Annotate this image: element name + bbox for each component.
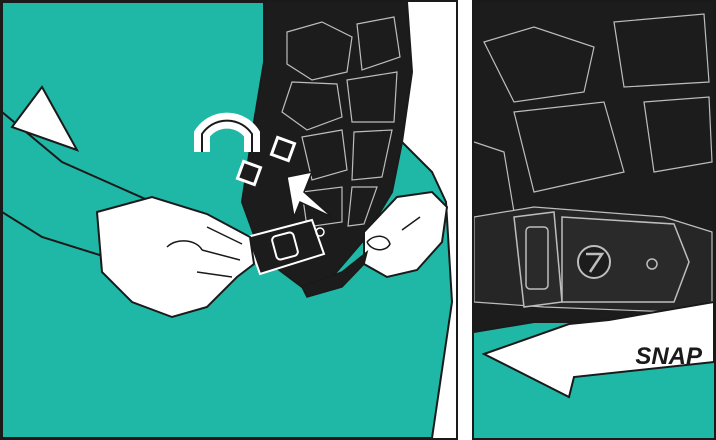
- closeup-illustration: SNAP: [474, 2, 714, 438]
- brand-7-logo-icon: [578, 246, 610, 278]
- snap-label: SNAP: [635, 343, 703, 370]
- right-closeup-panel: SNAP: [472, 0, 716, 440]
- fastening-illustration: [2, 2, 456, 438]
- left-illustration-panel: [0, 0, 458, 440]
